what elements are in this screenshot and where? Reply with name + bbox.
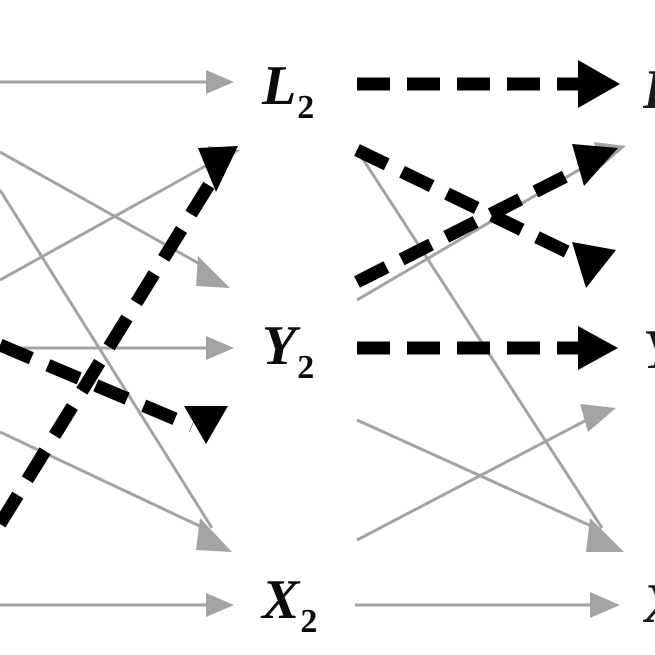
edge-gray-lower-descending-shallow xyxy=(0,430,232,552)
node-subscript-Y: 2 xyxy=(297,349,315,386)
black-dashed-edges-left-panel xyxy=(0,146,238,528)
edge-gray-right-lower-ascending xyxy=(356,404,616,542)
clipped-label-right-bottom: X xyxy=(643,572,655,642)
clipped-label-right-top: L xyxy=(643,58,655,128)
edge-gray-right-bottom-horizontal xyxy=(355,592,620,618)
edge-black-middle-horizontal xyxy=(357,326,618,370)
edge-black-steep-ascending xyxy=(0,146,238,528)
black-dashed-edges-right-panel xyxy=(354,60,620,370)
node-subscript-X: 2 xyxy=(300,603,318,640)
edge-gray-right-upper-descending xyxy=(355,149,604,529)
edge-gray-lower-descending-steep xyxy=(0,189,214,529)
node-label-L2: L2 xyxy=(262,55,314,125)
edge-gray-upper-ascending xyxy=(0,146,240,282)
edge-gray-middle-horizontal xyxy=(0,336,234,360)
node-base-X: X xyxy=(262,569,300,631)
node-base-Y: Y xyxy=(262,315,297,377)
node-label-Y2: Y2 xyxy=(262,315,314,385)
edge-black-shallow-descending xyxy=(0,339,228,444)
edge-gray-right-lower-descending xyxy=(356,418,624,552)
edge-black-right-ascending xyxy=(354,144,618,288)
node-label-X2: X2 xyxy=(262,569,317,639)
node-subscript-L: 2 xyxy=(297,89,315,126)
clipped-label-right-middle: Y xyxy=(643,318,655,388)
node-base-L: L xyxy=(262,55,297,117)
gray-edges-left-panel xyxy=(0,70,240,617)
edge-black-right-descending xyxy=(354,144,616,288)
edge-black-top-horizontal xyxy=(357,60,620,108)
edge-gray-top-horizontal xyxy=(0,70,234,94)
edge-gray-bottom-horizontal xyxy=(0,593,234,617)
